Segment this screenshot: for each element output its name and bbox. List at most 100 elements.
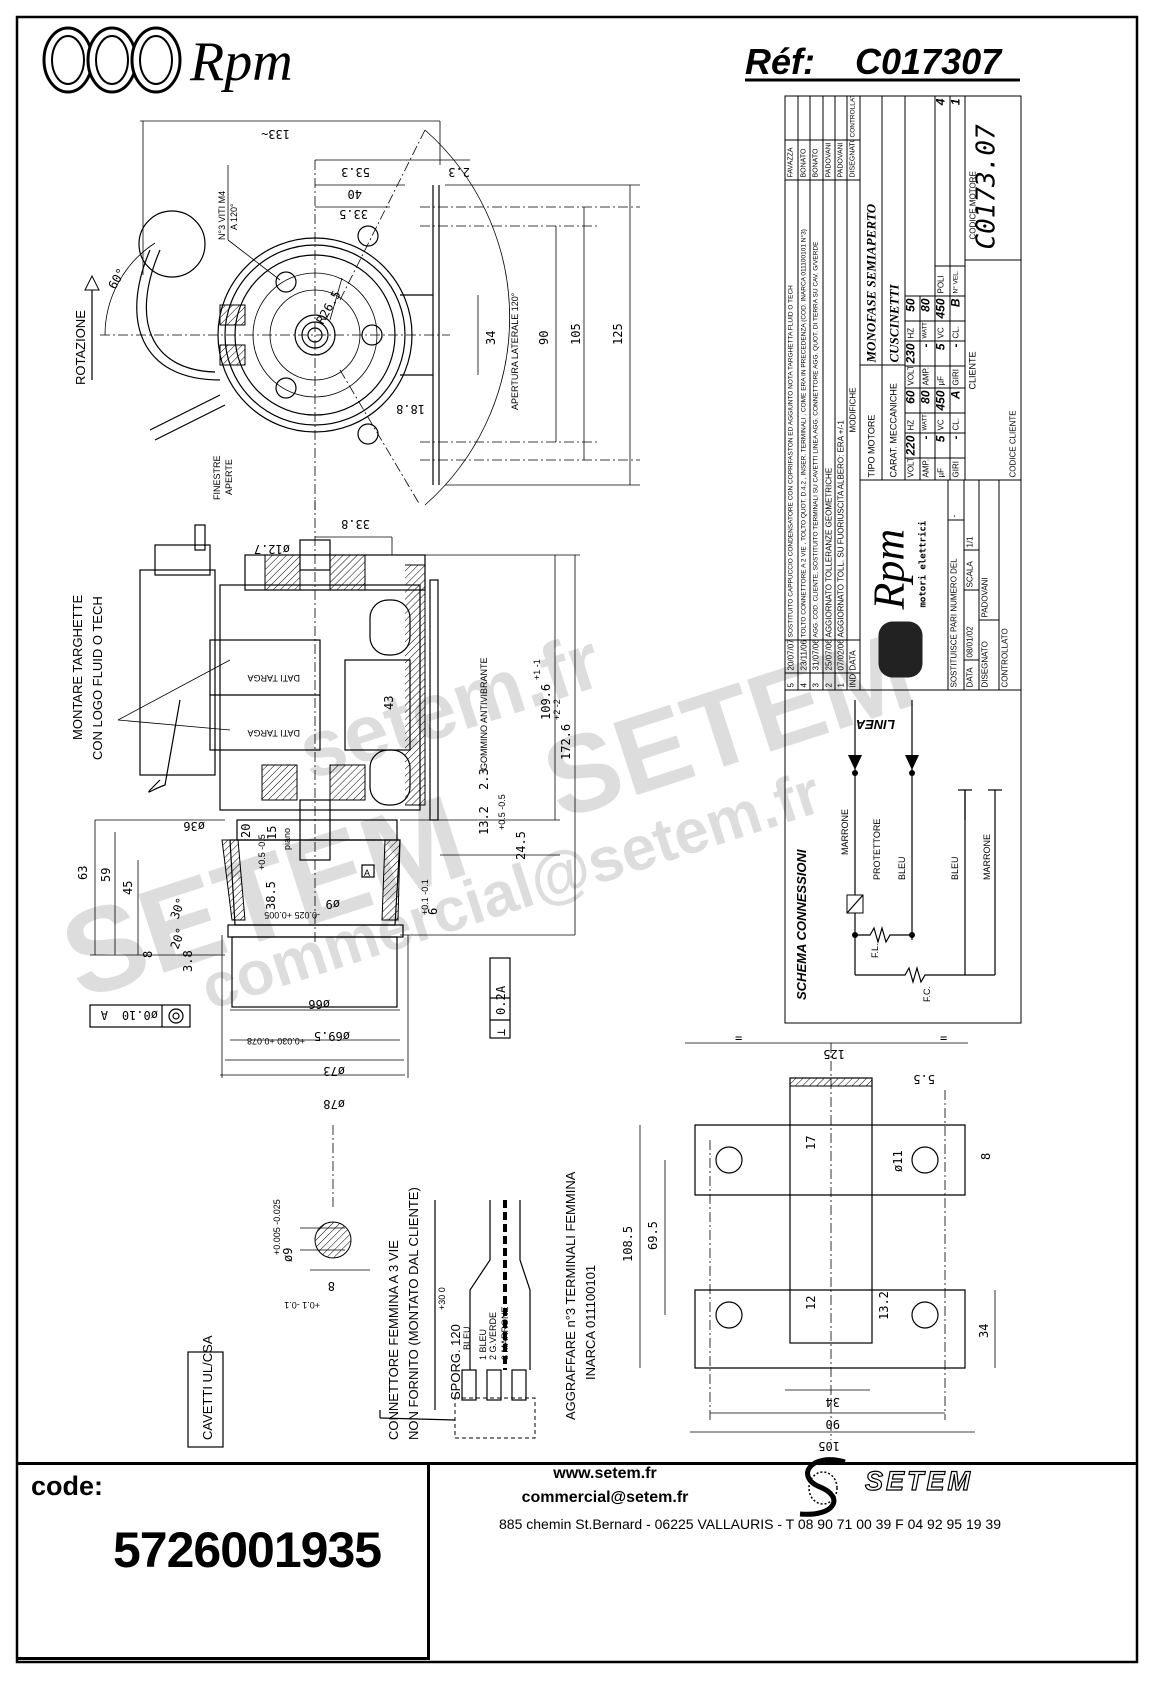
wiring-schema (846, 700, 1002, 985)
bracket-height-108-5: 108.5 (621, 1226, 635, 1262)
perpendicularity-symbol: ⊥ (494, 1029, 508, 1036)
mod-text: AGG. COD. CLIENTE, SOSTITUITO TERMINALI … (810, 179, 824, 640)
dim-59: 59 (99, 868, 113, 882)
spec-label: HZ (905, 320, 921, 341)
mod-date: 07/02/06 (835, 639, 848, 673)
mod-drawn: PADOVANI (835, 139, 848, 180)
bracket-dim-8: 8 (979, 1153, 993, 1160)
shaft-dim-8-tol: +0.1 -0.1 (284, 1300, 320, 1310)
mod-ind: 1 (835, 672, 848, 690)
bracket-hole-11: ø11 (891, 1150, 905, 1172)
dia-36: ø36 (183, 819, 205, 833)
dia-73: ø73 (323, 1064, 345, 1078)
dia-9: ø9 (326, 897, 340, 911)
rpm-title-brand: Rpm (864, 528, 914, 610)
nameplate-2: DATI TARGA (247, 728, 300, 738)
connector-note-2: NON FORNITO (MONTATO DAL CLIENTE) (406, 1187, 421, 1440)
mod-drawn: FAVAZZA (785, 139, 799, 180)
schema-fc: F.C. (922, 986, 932, 1002)
radius-26-5: R26.5 (313, 288, 343, 326)
motor-code-cell: CODICE MOTORE C0173.07 (966, 97, 1021, 260)
spec-label: WATT (920, 412, 936, 433)
shaft-dim-8: 8 (328, 1279, 335, 1293)
schema-marrone-2: MARRONE (982, 834, 992, 880)
rpm-title-subtitle: motori elettrici (918, 520, 929, 608)
speeds-value: 1 (950, 96, 966, 266)
schema-marrone: MARRONE (840, 809, 850, 855)
mod-drawn: BONATO (798, 139, 811, 180)
bracket-height-69-5: 69.5 (646, 1221, 660, 1250)
hdr-ind: IND (847, 672, 861, 690)
dim-18-8: 18.8 (396, 402, 425, 416)
dim-40: 40 (348, 187, 362, 201)
mod-ind: 3 (810, 672, 824, 690)
shaft-section-detail (300, 1125, 370, 1271)
motor-code: C0173.07 (971, 124, 1002, 250)
height-172-6: 172.6 (559, 724, 573, 760)
scale-label: SCALA (964, 549, 980, 590)
spec-b-watt: 80 (920, 295, 936, 321)
motor-type: MONOFASE SEMIAPERTO (860, 96, 883, 365)
sheet-frame (15, 15, 1139, 1664)
flat-label: piano (282, 828, 292, 850)
mod-ind: 2 (823, 672, 836, 690)
dia-66: ø66 (308, 997, 330, 1011)
spec-a-amp: - (920, 432, 936, 458)
hdr-checked: CONTROLLATO (847, 96, 861, 140)
spec-b-uf: 5 (935, 340, 951, 366)
spec-a-class: A (950, 387, 966, 413)
dim-20: 20 (239, 824, 253, 838)
mod-text: TOLTO CONNETTORE A 2 VIE , TOLTO QUOT. D… (798, 179, 811, 640)
footer-divider (430, 1462, 1137, 1465)
windows-label-1: FINESTRE (212, 455, 222, 500)
rubber-note: GOMMINO ANTIVIBRANTE (479, 657, 489, 770)
height-109-6-tol: +1 -1 (532, 659, 542, 680)
drawn-value: PADOVANI (979, 479, 1000, 620)
spec-label: VC (935, 412, 951, 433)
bracket-slot-5-5: 5.5 (913, 1072, 935, 1086)
shaft-diameter: ø12.7 (254, 542, 290, 556)
scale-value: 1/1 (964, 479, 980, 550)
mech-value: CUSCINETTI (882, 96, 906, 365)
brand-logo: Rpm (189, 31, 293, 93)
shaft-dia-9: ø9 (281, 1248, 295, 1262)
spec-label: µF (935, 365, 951, 388)
company-address: 885 chemin St.Bernard - 06225 VALLAURIS … (499, 1516, 1001, 1532)
spec-label: VOLT (905, 365, 921, 388)
email-link[interactable]: commercial@setem.fr (521, 1489, 689, 1506)
spec-blank (905, 96, 936, 296)
client-code-label: CODICE CLIENTE (1008, 410, 1018, 478)
bracket-equal-left: = (735, 1031, 742, 1045)
crimp-note-1: AGGRAFFARE n°3 TERMINALI FEMMINA (563, 1171, 578, 1420)
perpendicularity-value: 0.2 (494, 993, 508, 1015)
shaft-dia-9-tol: +0.005 -0.025 (272, 1199, 282, 1255)
bracket-width-125: 125 (823, 1047, 845, 1061)
title-block: 5 20/07/07 SOSTITUITO CAPPUCCIO CONDENSA… (784, 95, 1022, 1024)
replaces-label: SOSTITUISCE PARI NUMERO DEL (948, 519, 965, 690)
mounting-bracket (639, 1042, 996, 1440)
spec-label: VC (935, 320, 951, 341)
dim-6: 6 (426, 908, 440, 915)
concentricity-ref: A (100, 1008, 108, 1022)
mech-label: CARAT. MECCANICHE (882, 364, 906, 480)
rpm-title-logo: Rpm motori elettrici (860, 479, 949, 690)
hdr-date: DATA (847, 639, 861, 673)
dim-8: 8 (141, 951, 155, 958)
mod-text: AGGIORNATO TOLLERANZE GEOMETRICHE (823, 179, 836, 640)
website-link[interactable]: www.setem.fr (553, 1465, 657, 1482)
setem-logo: SETEM (790, 1452, 1030, 1522)
wire-2: 2 G.VERDE (488, 1312, 498, 1360)
schema-line-label: LINEA (856, 717, 895, 732)
mod-date: 20/07/07 (785, 639, 799, 673)
mod-text: SOSTITUITO CAPPUCCIO CONDENSATORE CON CO… (785, 179, 799, 640)
spec-a-watt: 80 (920, 387, 936, 413)
bracket-dim-90: 90 (826, 1417, 840, 1431)
bracket-dim-34: 34 (826, 1395, 840, 1409)
spec-a-uf: 5 (935, 432, 951, 458)
client-cell: CLIENTE CODICE CLIENTE (965, 259, 1021, 480)
bracket-dim-34-right: 34 (977, 1324, 991, 1338)
mod-date: 25/07/06 (823, 639, 836, 673)
schema-bleu-1: BLEU (897, 856, 907, 880)
dim-125: 125 (611, 323, 625, 345)
screws-note: N°3 VITI M4 (217, 191, 227, 240)
